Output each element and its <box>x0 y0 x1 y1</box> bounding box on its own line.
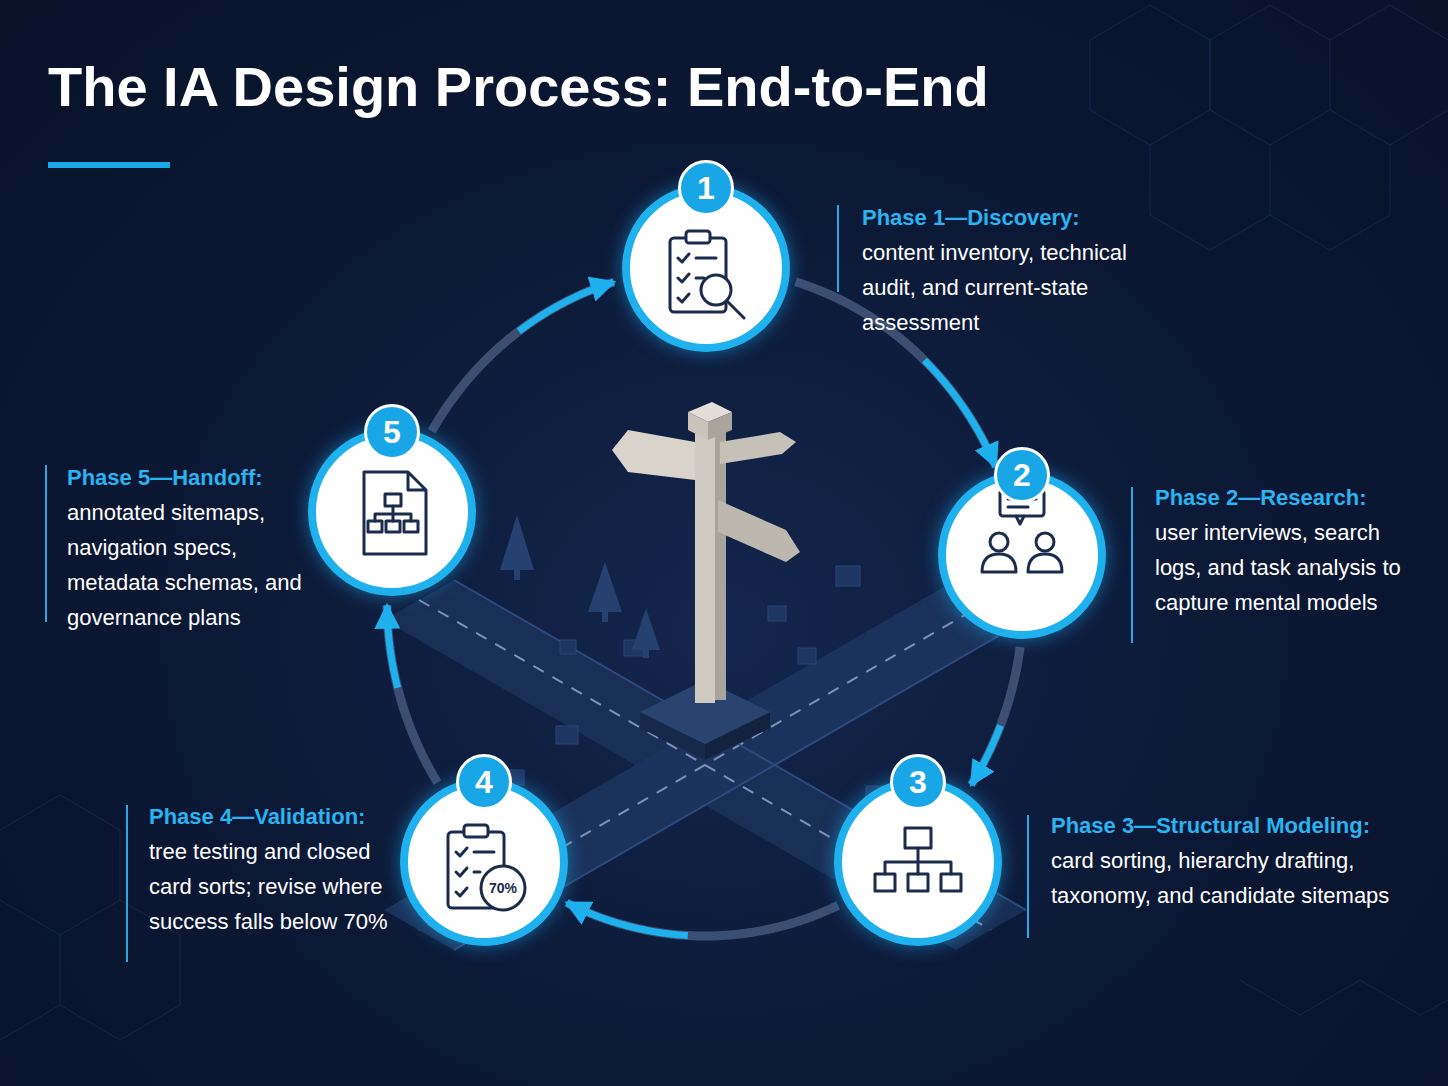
phase-icons <box>385 494 401 506</box>
phase-description: user interviews, search logs, and task a… <box>1155 515 1425 620</box>
phase-icons <box>364 472 426 554</box>
cycle-arrow <box>387 605 438 782</box>
callout-number: 2 <box>994 447 1050 503</box>
signpost <box>612 402 800 760</box>
buildings <box>556 726 578 744</box>
phase-icons <box>481 866 525 910</box>
trees <box>500 515 660 658</box>
background-grid <box>1150 145 1270 250</box>
trees <box>588 562 622 612</box>
buildings <box>798 648 816 664</box>
phase-icons <box>885 848 951 874</box>
phase-icons <box>386 521 400 532</box>
signpost <box>688 412 708 440</box>
phase-icons <box>941 874 961 891</box>
buildings <box>560 640 576 654</box>
phase-icons <box>905 828 931 848</box>
phase-circle: 3Phase 3—Structural Modeling:card sortin… <box>834 778 1002 946</box>
trees <box>602 612 608 622</box>
background-grid <box>0 795 120 1005</box>
title-underline <box>48 162 170 168</box>
cycle-arrow <box>567 903 838 936</box>
phase-icons <box>875 874 895 891</box>
phase-circle: 5Phase 5—Handoff:annotated sitemaps, nav… <box>308 428 476 596</box>
cycle-track <box>432 282 614 431</box>
diagram-title: The IA Design Process: End-to-End <box>48 54 989 119</box>
cycle-track <box>387 605 438 782</box>
phase-icons <box>990 533 1008 551</box>
background-grid <box>1330 5 1448 145</box>
phase-icons <box>375 506 411 521</box>
cycle-arrow <box>432 282 614 431</box>
arrow-head-segment <box>971 726 1000 785</box>
trees <box>632 608 660 650</box>
background-grid <box>1270 145 1390 250</box>
phase-heading: Phase 1—Discovery: <box>862 200 1080 235</box>
callout-number: 1 <box>678 160 734 216</box>
icon-percent-label: 70% <box>489 880 517 896</box>
text-accent-bar <box>1027 815 1029 938</box>
node-discs <box>314 190 1100 940</box>
phase-icons <box>982 554 1062 572</box>
buildings <box>836 566 860 586</box>
background-grid <box>0 5 1448 1040</box>
background-grid <box>1240 980 1448 1015</box>
arrow-head-segment <box>924 360 995 467</box>
phase-description: annotated sitemaps, navigation specs, me… <box>67 495 312 635</box>
callout-number: 5 <box>364 404 420 460</box>
signpost <box>718 500 800 562</box>
callout-number: 3 <box>890 754 946 810</box>
text-accent-bar <box>45 465 47 622</box>
phase-circle: 4Phase 4—Validation:tree testing and clo… <box>400 778 568 946</box>
background-grid <box>1090 5 1210 145</box>
signpost <box>612 430 695 480</box>
phase-description: tree testing and closed card sorts; revi… <box>149 834 399 939</box>
signpost <box>720 432 796 464</box>
cycle-track <box>567 903 838 936</box>
callout-number: 4 <box>456 754 512 810</box>
buildings <box>768 606 786 621</box>
phase-icons <box>368 521 382 532</box>
phase-icons <box>727 301 744 318</box>
trees <box>514 570 520 580</box>
cycle-track <box>796 282 996 467</box>
phase-icons <box>1036 533 1054 551</box>
text-accent-bar <box>1131 487 1133 643</box>
arrow-head-segment <box>519 282 614 331</box>
phase-heading: Phase 3—Structural Modeling: <box>1051 808 1370 843</box>
text-accent-bar <box>837 205 839 292</box>
cycle-arrow <box>796 282 996 467</box>
phase-description: content inventory, technical audit, and … <box>862 235 1182 340</box>
trees <box>500 515 534 570</box>
phase-heading: Phase 2—Research: <box>1155 480 1367 515</box>
text-accent-bar <box>126 805 128 962</box>
phase-icons <box>464 825 488 837</box>
arrow-head-segment <box>387 605 398 687</box>
arrow-head-segment <box>567 903 688 936</box>
phase-icons <box>404 521 418 532</box>
cycle-arrow <box>971 647 1020 785</box>
signpost <box>708 412 732 440</box>
phase-icons <box>686 231 710 243</box>
phase-circle: 1Phase 1—Discovery:content inventory, te… <box>622 184 790 352</box>
phase-description: card sorting, hierarchy drafting, taxono… <box>1051 843 1411 913</box>
phase-circle: 2Phase 2—Research:user interviews, searc… <box>938 471 1106 639</box>
trees <box>643 650 649 658</box>
signpost <box>695 425 715 703</box>
cycle-track <box>971 647 1020 785</box>
background-grid <box>1210 5 1330 145</box>
signpost <box>715 430 726 700</box>
phase-icons <box>908 874 928 891</box>
phase-heading: Phase 4—Validation: <box>149 799 365 834</box>
phase-heading: Phase 5—Handoff: <box>67 460 263 495</box>
